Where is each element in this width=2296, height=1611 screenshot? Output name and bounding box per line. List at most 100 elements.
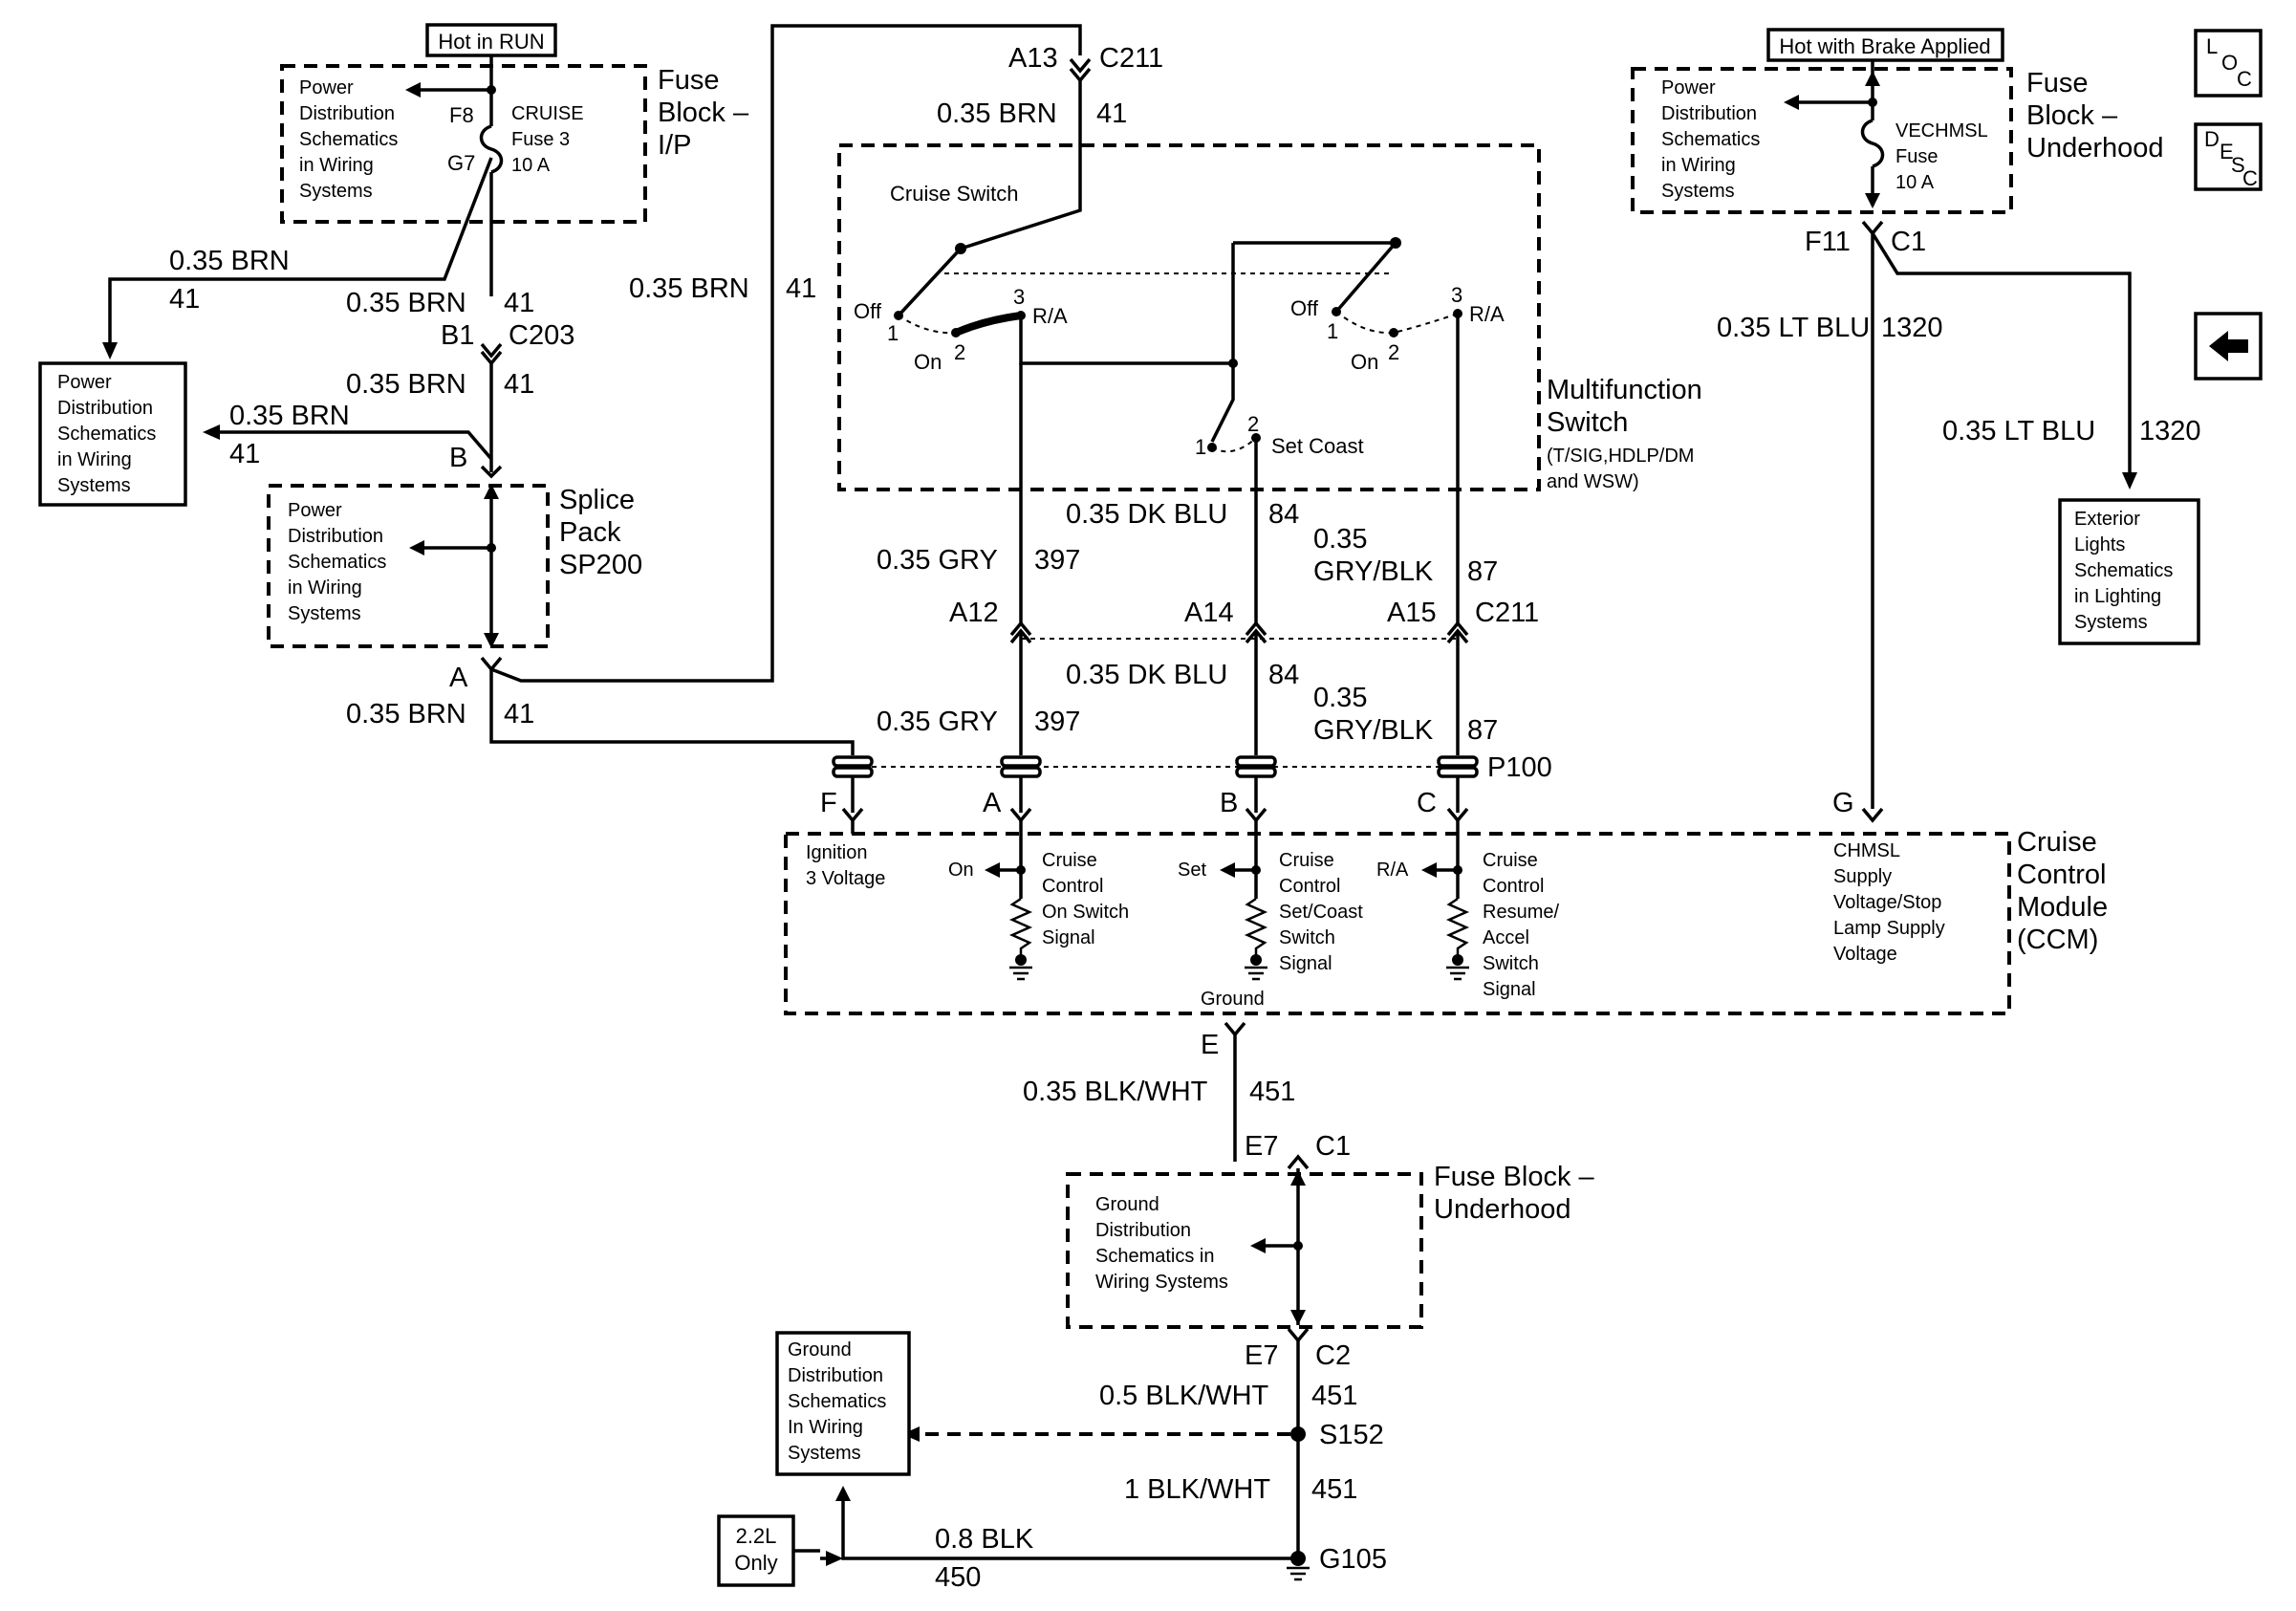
svg-text:Fuse: Fuse [1895,146,1938,167]
svg-text:F: F [820,788,837,818]
svg-text:41: 41 [504,369,534,400]
svg-text:GRY/BLK: GRY/BLK [1313,556,1434,587]
svg-text:Set Coast: Set Coast [1271,434,1364,458]
svg-text:Distribution: Distribution [288,526,383,547]
svg-text:87: 87 [1467,715,1498,746]
svg-text:A12: A12 [949,598,999,628]
svg-text:Systems: Systems [57,475,131,496]
svg-text:0.35 BLK/WHT: 0.35 BLK/WHT [1023,1077,1208,1107]
svg-text:G7: G7 [447,151,475,175]
svg-text:Underhood: Underhood [2026,133,2164,163]
svg-text:0.8 BLK: 0.8 BLK [935,1524,1034,1555]
svg-text:Off: Off [854,299,882,323]
svg-text:Cruise: Cruise [1279,850,1334,871]
hot-brake-badge: Hot with Brake Applied [1766,28,2004,62]
svg-text:0.35 BRN: 0.35 BRN [346,288,466,318]
upper-wire-labels: 0.35 DK BLU 84 0.35 GRY 397 0.35 GRY/BLK… [877,499,1498,587]
svg-text:10 A: 10 A [511,155,551,176]
svg-text:84: 84 [1268,660,1299,690]
svg-text:Voltage/Stop: Voltage/Stop [1833,892,1941,913]
svg-text:Set: Set [1178,860,1206,881]
svg-text:0.35 GRY: 0.35 GRY [877,707,998,737]
svg-text:C1: C1 [1891,227,1926,257]
svg-text:Distribution: Distribution [788,1365,883,1386]
svg-text:2: 2 [1247,412,1259,436]
svg-text:A: A [449,663,468,693]
svg-text:Signal: Signal [1042,927,1095,948]
svg-text:Accel: Accel [1483,927,1529,948]
svg-text:Cruise: Cruise [2017,827,2097,858]
svg-text:0.5 BLK/WHT: 0.5 BLK/WHT [1099,1381,1269,1411]
svg-text:Signal: Signal [1483,979,1536,1000]
svg-text:in Wiring: in Wiring [1661,155,1736,176]
svg-text:Block –: Block – [2026,100,2118,131]
svg-text:41: 41 [786,273,816,304]
svg-text:Systems: Systems [1661,181,1735,202]
loc-badge[interactable]: L O C [2194,29,2263,98]
svg-text:Splice: Splice [559,485,635,515]
svg-text:G: G [1832,788,1854,818]
svg-text:Control: Control [1483,876,1544,897]
fuse-block-underhood-ground: E7 C1 Ground Distribution Schematics in … [1066,1131,1594,1558]
svg-text:in Wiring: in Wiring [299,155,374,176]
svg-text:Distribution: Distribution [1095,1220,1191,1241]
svg-text:CRUISE: CRUISE [511,103,584,124]
svg-text:R/A: R/A [1376,860,1409,881]
svg-text:On: On [948,860,974,881]
hot-in-run-badge: Hot in RUN [425,23,557,57]
svg-text:S152: S152 [1319,1420,1384,1450]
svg-text:0.35 DK BLU: 0.35 DK BLU [1066,499,1227,530]
svg-text:1320: 1320 [2139,416,2201,446]
svg-text:Schematics: Schematics [1661,129,1760,150]
ground-wire-labels: 0.5 BLK/WHT 451 S152 1 BLK/WHT 451 [902,1381,1384,1505]
svg-text:Cruise: Cruise [1042,850,1097,871]
svg-text:2.2L: 2.2L [736,1524,777,1548]
svg-text:84: 84 [1268,499,1299,530]
svg-text:0.35: 0.35 [1313,524,1367,555]
svg-text:B: B [449,443,467,473]
cruise-control-module: F A B C G Ignition 3 Voltage On Cruise C… [784,788,2108,1015]
svg-text:Power: Power [288,500,342,521]
svg-text:0.35 LT BLU: 0.35 LT BLU [1942,416,2095,446]
svg-text:(CCM): (CCM) [2017,925,2098,955]
svg-text:in Lighting: in Lighting [2074,586,2161,607]
svg-text:41: 41 [504,699,534,729]
back-arrow-icon[interactable] [2194,312,2263,381]
svg-text:Block –: Block – [658,98,749,128]
svg-text:Hot with Brake Applied: Hot with Brake Applied [1779,34,1990,58]
svg-text:C: C [1417,788,1437,818]
svg-text:87: 87 [1467,556,1498,587]
svg-text:Schematics: Schematics [2074,560,2173,581]
svg-text:A14: A14 [1184,598,1234,628]
svg-text:451: 451 [1311,1474,1357,1505]
svg-text:1 BLK/WHT: 1 BLK/WHT [1124,1474,1270,1505]
svg-text:B1: B1 [441,320,474,351]
svg-text:Switch: Switch [1279,927,1335,948]
svg-text:Cruise Switch: Cruise Switch [890,182,1018,206]
svg-text:Underhood: Underhood [1434,1194,1571,1225]
svg-text:0.35 BRN: 0.35 BRN [937,98,1057,129]
svg-text:Systems: Systems [788,1443,861,1464]
svg-text:R/A: R/A [1032,304,1068,328]
svg-text:A13: A13 [1008,43,1058,74]
lower-wire-labels: 0.35 DK BLU 84 0.35 GRY 397 0.35 GRY/BLK… [877,660,1498,746]
g105-ground: 0.8 BLK 450 G105 [820,1486,1387,1593]
svg-text:E: E [2220,140,2234,163]
svg-text:Switch: Switch [1547,407,1628,438]
only-22l-badge: 2.2L Only [717,1514,820,1587]
svg-text:Multifunction: Multifunction [1547,375,1702,405]
svg-text:CHMSL: CHMSL [1833,840,1900,861]
svg-text:3: 3 [1451,283,1462,307]
svg-text:1: 1 [1195,435,1206,459]
svg-text:Hot in RUN: Hot in RUN [438,30,544,54]
exterior-lights-ref: Exterior Lights Schematics in Lighting S… [2058,498,2200,645]
desc-badge[interactable]: D E S C [2194,122,2263,191]
svg-text:C: C [2242,166,2258,190]
svg-text:1: 1 [887,321,899,345]
svg-text:Fuse: Fuse [2026,68,2088,98]
svg-text:Fuse Block –: Fuse Block – [1434,1162,1594,1192]
brn-wire-to-left-ref: 0.35 BRN 41 [102,157,493,359]
svg-text:C211: C211 [1475,598,1539,628]
brn-branch-b: 0.35 BRN 41 [203,401,493,469]
svg-text:O: O [2221,51,2238,75]
